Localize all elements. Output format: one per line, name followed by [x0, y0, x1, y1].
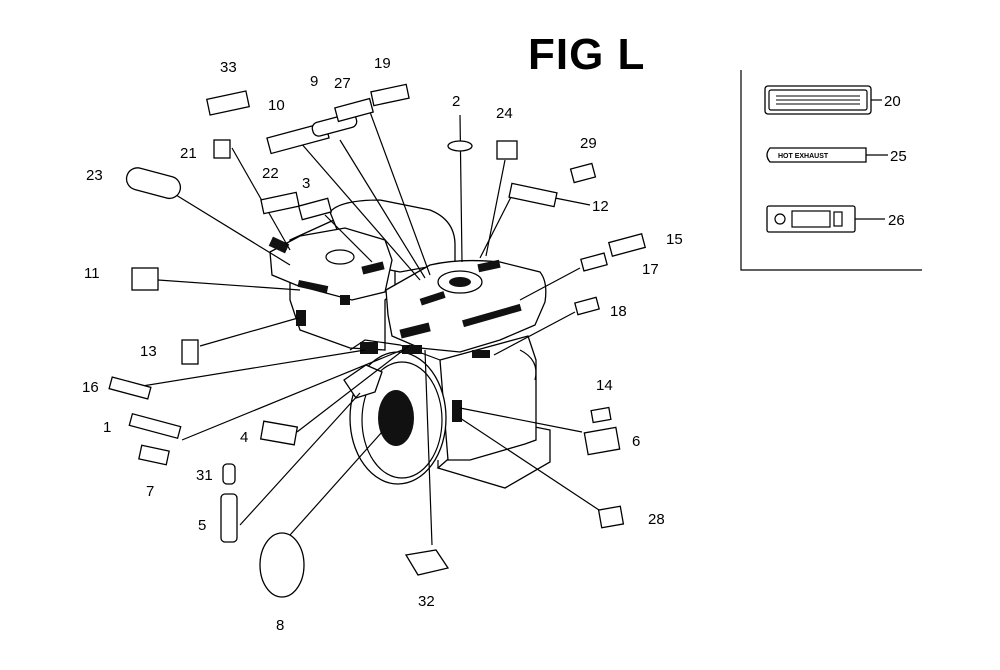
decal-15: [607, 233, 647, 257]
decal-23: [125, 167, 182, 200]
figure-title: FIG L: [528, 30, 646, 79]
decal-7: [138, 444, 170, 466]
decal-29: [597, 505, 625, 529]
decal-4: [259, 420, 299, 446]
decal-27: [334, 97, 374, 123]
callout-19: 19: [374, 55, 391, 72]
decal-25-hot-exhaust: [766, 147, 867, 163]
callout-8: 8: [276, 617, 284, 634]
callout-17: 17: [642, 261, 659, 278]
callout-9: 9: [310, 73, 318, 90]
callout-14: 14: [596, 377, 613, 394]
callout-18: 18: [610, 303, 627, 320]
decal-21: [213, 139, 231, 159]
decal-5: [220, 493, 238, 543]
decal-19: [370, 83, 410, 107]
decal-3: [297, 197, 333, 221]
callout-33: 33: [220, 59, 237, 76]
decal-32: [404, 549, 450, 576]
callout-7: 7: [146, 483, 154, 500]
callout-4: 4: [240, 429, 248, 446]
callout-2: 2: [452, 93, 460, 110]
decal-6: [583, 426, 621, 456]
inset-panel: HOT EXHAUST: [740, 70, 922, 271]
callout-13: 13: [140, 343, 157, 360]
decal-22: [260, 191, 300, 215]
decal-17: [580, 252, 608, 272]
callout-12: 12: [592, 198, 609, 215]
crankcase: [439, 335, 537, 461]
callout-16: 16: [82, 379, 99, 396]
hot-exhaust-text: HOT EXHAUST: [778, 153, 829, 160]
decal-16: [108, 376, 152, 400]
callout-20: 20: [884, 93, 901, 110]
decal-14: [590, 406, 612, 424]
decal-28: [569, 162, 597, 184]
decal-12: [508, 182, 558, 208]
decal-18: [574, 296, 600, 316]
decal-2: [447, 140, 473, 152]
callout-21: 21: [180, 145, 197, 162]
callout-31: 31: [196, 467, 213, 484]
callout-6: 6: [632, 433, 640, 450]
callout-26: 26: [888, 212, 905, 229]
decal-24: [496, 140, 518, 160]
engine-illustration: [268, 199, 551, 489]
decal-11: [131, 267, 159, 291]
callout-3: 3: [302, 175, 310, 192]
starter-hub: [378, 390, 414, 446]
callout-15: 15: [666, 231, 683, 248]
callout-1: 1: [103, 419, 111, 436]
callout-29: 28: [648, 511, 665, 528]
callout-22: 22: [262, 165, 279, 182]
callout-27: 27: [334, 75, 351, 92]
callout-11: 11: [84, 265, 100, 282]
decal-31: [222, 463, 236, 485]
inset-border: [740, 70, 922, 271]
loose-decals: [108, 83, 647, 598]
callout-25: 25: [890, 148, 907, 165]
decal-33: [206, 90, 250, 116]
leader-lines: [129, 111, 603, 546]
decal-8: [259, 532, 305, 598]
callout-5: 5: [198, 517, 206, 534]
callout-numbers: 33 10 9 27 19 2 24 29 12 21 23 22 3 11 1…: [82, 55, 907, 634]
callout-10: 10: [268, 97, 285, 114]
decal-1: [128, 412, 182, 440]
callout-23: 23: [86, 167, 103, 184]
decal-13: [181, 339, 199, 365]
callout-24: 24: [496, 105, 513, 122]
callout-28: 29: [580, 135, 597, 152]
callout-32: 32: [418, 593, 435, 610]
